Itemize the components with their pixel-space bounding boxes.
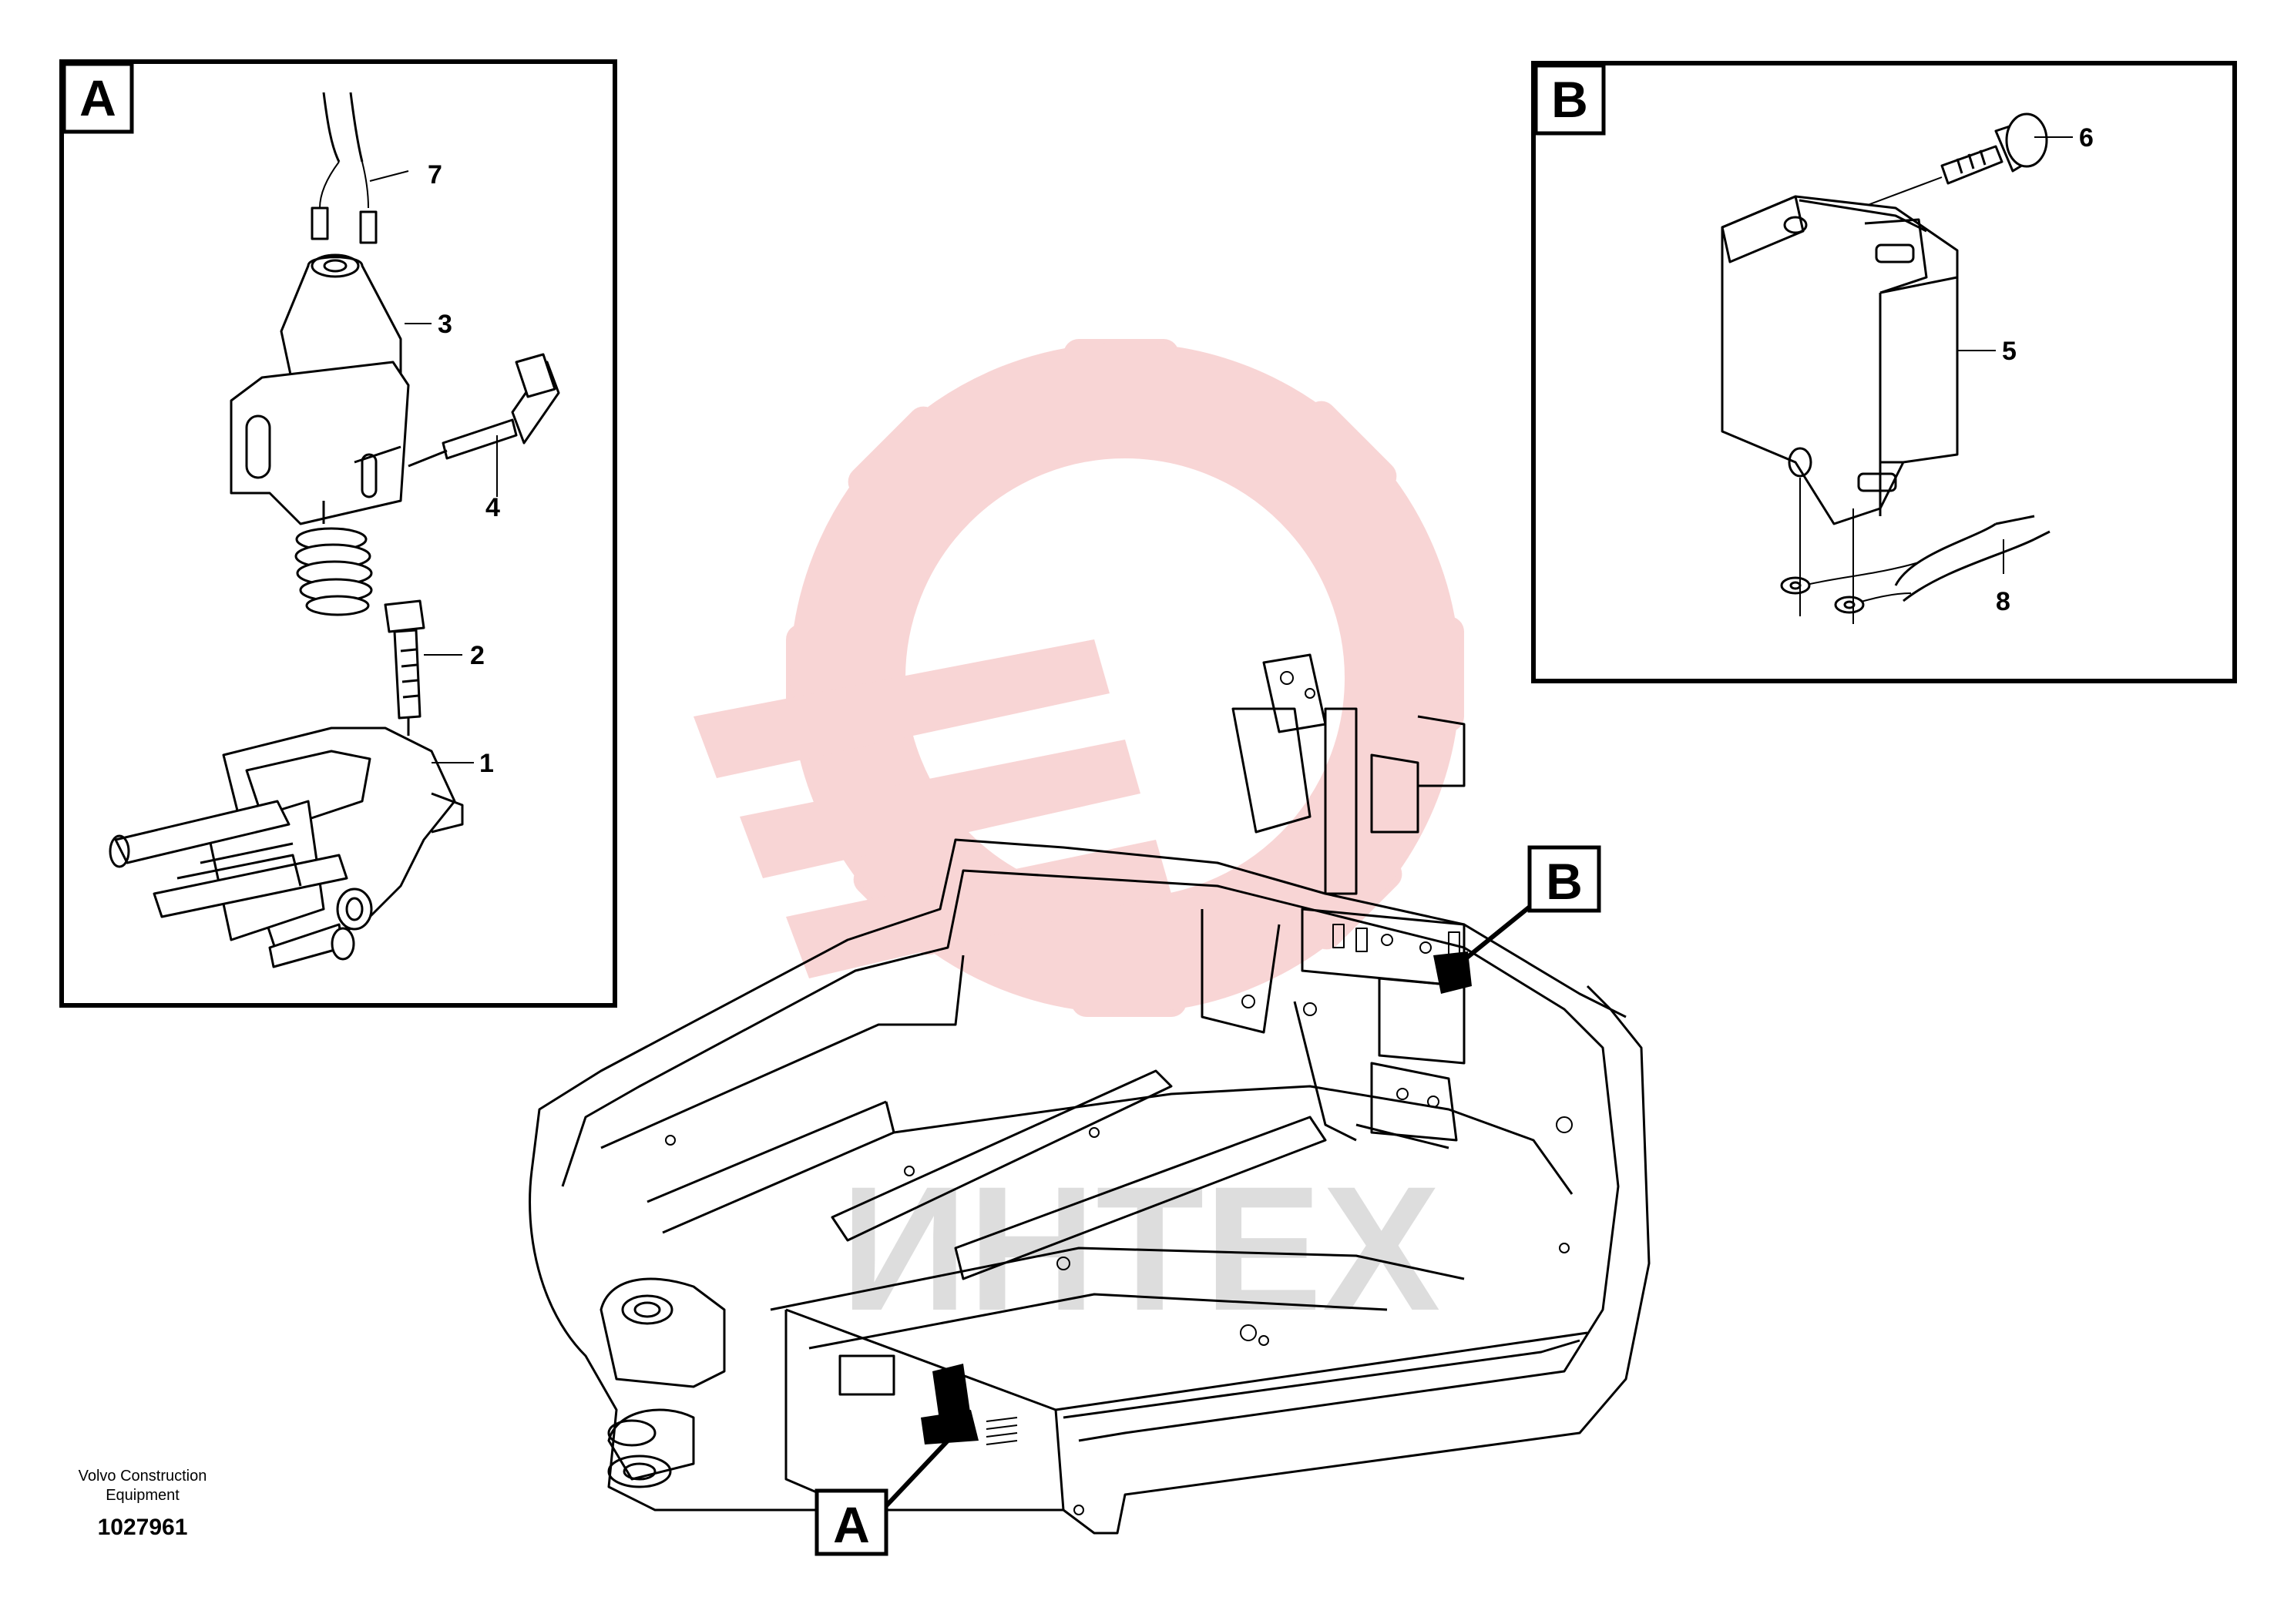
leader-line-a [880, 1438, 950, 1512]
main-view-marker-b[interactable]: B [1527, 845, 1601, 913]
drawing-number: 1027961 [98, 1515, 188, 1540]
main-view-marker-a-label: A [833, 1496, 870, 1553]
main-view-marker-b-label: B [1546, 853, 1583, 910]
callout-1: 1 [479, 749, 494, 778]
callout-6: 6 [2079, 123, 2094, 153]
company-name-line2: Equipment [106, 1487, 180, 1504]
callout-5: 5 [2002, 337, 2017, 366]
company-name-line1: Volvo Construction [79, 1468, 207, 1485]
detail-b-label: B [1551, 71, 1588, 128]
callout-7: 7 [428, 160, 442, 190]
callout-3: 3 [438, 310, 452, 339]
main-view-part-a-location [921, 1364, 979, 1444]
detail-b-panel: B [1531, 61, 2237, 683]
main-view-marker-a[interactable]: A [814, 1488, 888, 1556]
detail-a-label: A [79, 69, 116, 126]
callout-4: 4 [485, 493, 500, 522]
callout-2: 2 [470, 641, 485, 670]
footer: Volvo Construction Equipment 1027961 [79, 1468, 207, 1540]
watermark-text: ИНТЕХ [841, 1149, 1441, 1347]
detail-a-panel: A [59, 59, 617, 1008]
watermark-gear-logo [694, 339, 1464, 1017]
main-view-frame [529, 838, 1651, 1535]
valve-block-assembly [1231, 653, 1466, 1149]
detail-a-drawing [109, 92, 560, 968]
detail-b-drawing [1721, 112, 2073, 624]
callout-8: 8 [1996, 587, 2010, 616]
